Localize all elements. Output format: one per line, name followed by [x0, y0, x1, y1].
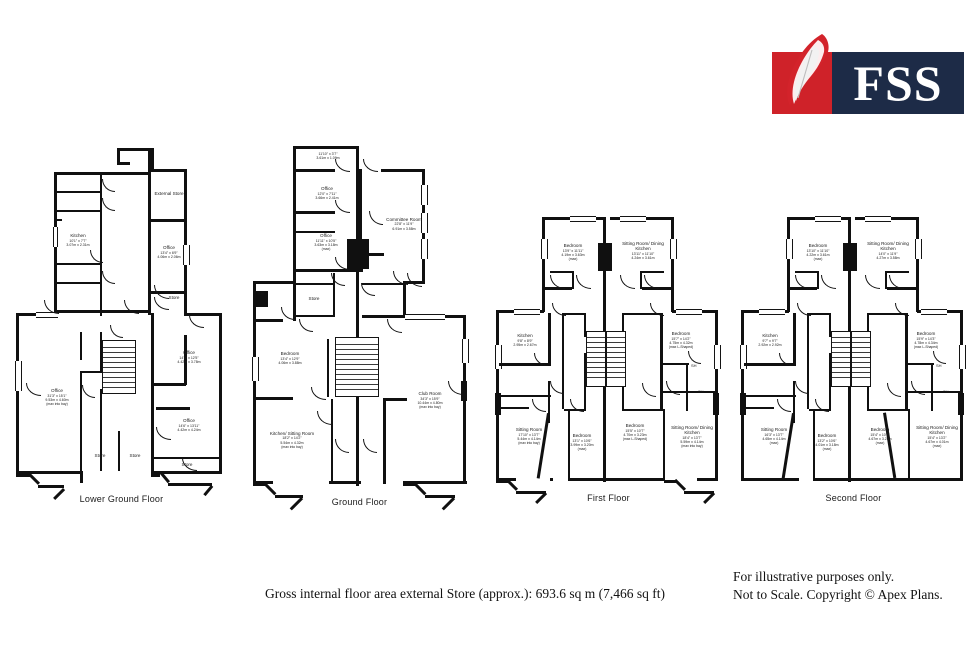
staircase-right — [851, 331, 871, 387]
logo-wordmark: FSS — [853, 55, 943, 111]
plan-ground-floor: 11'10" x 3'7" 3.61m x 1.09m Office 12'0"… — [243, 143, 476, 511]
room-label: Sitting Room/ Dining Kitchen 18'4" x 13'… — [671, 425, 713, 449]
disclaimer-line-2: Not to Scale. Copyright © Apex Plans. — [733, 587, 943, 603]
fss-logo: FSS — [772, 32, 964, 114]
floor-caption: Ground Floor — [331, 497, 388, 507]
floor-caption: First Floor — [587, 493, 630, 503]
disclaimer-line-1: For illustrative purposes only. — [733, 569, 895, 584]
room-label: Bedroom 13'4" x 12'9" 4.06m x 3.88m — [278, 351, 302, 366]
room-label: Bedroom 15'5" x 10'7" 4.70m x 3.23m (max… — [622, 423, 648, 442]
room-label: Bedroom 13'9" x 11'11" 4.19m x 3.63m (ma… — [561, 243, 585, 262]
room-label: Office 14'6" x 13'11" 4.42m x 4.24m — [177, 418, 201, 433]
room-label: Bedroom 13'2" x 10'6" 4.01m x 3.18m (max… — [815, 433, 839, 452]
floor-caption: Lower Ground Floor — [79, 494, 164, 504]
room-label: Office 31'3" x 15'1" 9.53m x 4.60m (max … — [45, 388, 69, 407]
room-label: Office 13'4" x 6'9" 4.06m x 2.06m — [157, 245, 181, 260]
shower-label: SH — [936, 363, 942, 368]
room-label: Store — [308, 296, 320, 301]
room-label: Store — [168, 295, 180, 300]
staircase-left — [586, 331, 606, 387]
room-label: 11'10" x 3'7" 3.61m x 1.09m — [316, 152, 340, 161]
room-label: Bedroom 15'9" x 14'3" 4.78m x 4.34m (max… — [913, 331, 939, 350]
room-label: Store — [129, 453, 141, 458]
room-label: Sitting Room 16'3" x 13'7" 4.65m x 4.14m… — [760, 427, 788, 446]
room-label: Office 12'0" x 7'11" 3.66m x 2.41m — [315, 186, 339, 201]
shower-label: SH — [698, 389, 704, 394]
gross-area-text: Gross internal floor area external Store… — [265, 586, 666, 601]
shower-block — [254, 291, 268, 307]
room-label: Office 11'11" x 10'5" 3.63m x 3.18m (max… — [314, 233, 338, 252]
room-label: Sitting Room/ Dining Kitchen 13'11" x 11… — [622, 241, 664, 260]
staircase-left — [831, 331, 851, 387]
room-label: Bedroom 15'7" x 14'2" 4.75m x 4.32m (max… — [668, 331, 694, 350]
staircase-right — [606, 331, 626, 387]
room-label: Kitchen/ Sitting Room 18'2" x 14'2" 5.54… — [269, 431, 315, 450]
room-label: Bedroom 13'1" x 10'6" 3.99m x 3.20m (max… — [570, 433, 594, 452]
staircase — [335, 337, 379, 397]
room-label: Sitting Room 17'10" x 13'7" 5.44m x 4.14… — [515, 427, 543, 446]
room-label: Committee Room 22'8" x 11'9" 6.91m x 3.5… — [386, 217, 422, 231]
room-label: Kitchen 9'8" x 8'9" 2.95m x 2.67m — [513, 333, 537, 348]
room-label: Office 14'6" x 12'5" 4.42m x 3.78m — [177, 350, 201, 365]
room-label: Kitchen 10'1" x 7'7" 3.07m x 2.31m — [66, 233, 90, 248]
shower-label: SH — [691, 363, 697, 368]
plan-first-floor: Bedroom 13'9" x 11'11" 4.19m x 3.63m (ma… — [492, 205, 725, 510]
plan-second-floor: Bedroom 13'10" x 11'10" 4.22m x 3.61m (m… — [737, 205, 970, 510]
room-label: Store — [181, 462, 193, 467]
room-label: Sitting Room/ Dining Kitchen 14'0" x 11'… — [867, 241, 909, 260]
room-label: Kitchen 9'7" x 9'7" 2.92m x 2.92m — [758, 333, 782, 348]
room-label: Bedroom 13'10" x 11'10" 4.22m x 3.61m (m… — [806, 243, 830, 262]
room-label: Bedroom 15'4" x 10'9" 4.67m x 3.28m (max… — [868, 427, 892, 446]
floor-caption: Second Floor — [825, 493, 882, 503]
disclaimer: For illustrative purposes only. Not to S… — [733, 568, 973, 604]
room-label: Sitting Room/ Dining Kitchen 15'4" x 13'… — [916, 425, 958, 449]
feather-icon — [787, 34, 829, 106]
room-label: External Store — [154, 191, 184, 196]
room-label: Club Room 34'3" x 15'9" 10.44m x 4.80m (… — [417, 391, 443, 410]
room-label: Store — [94, 453, 106, 458]
shower-label: SH — [258, 291, 264, 296]
plan-lower-ground-floor: Kitchen 10'1" x 7'7" 3.07m x 2.31m Exter… — [14, 145, 229, 510]
staircase — [102, 340, 136, 394]
shower-label: SH — [943, 389, 949, 394]
logo-navy-block — [832, 52, 964, 114]
